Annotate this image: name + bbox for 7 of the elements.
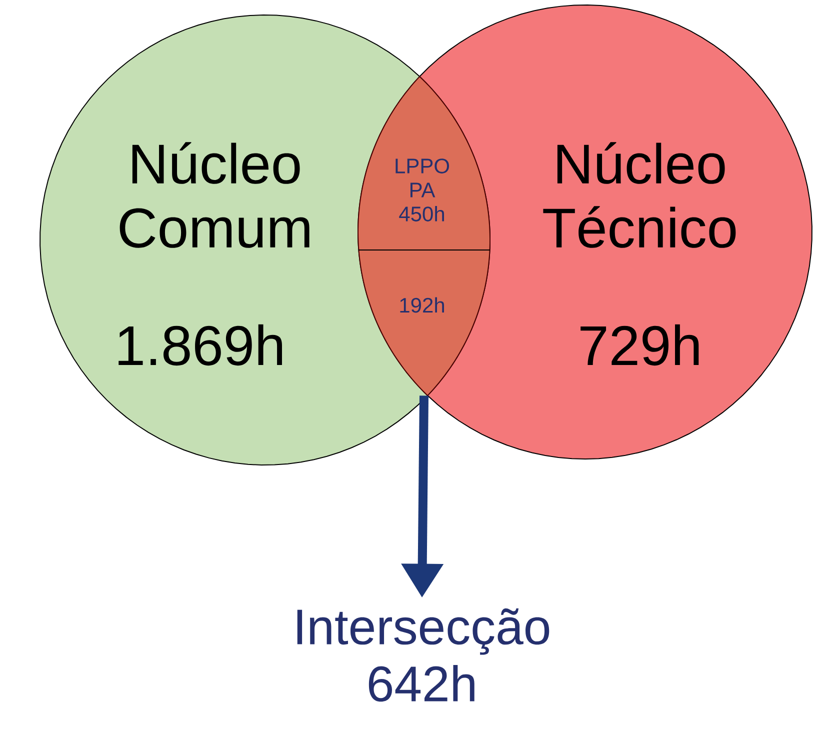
intersection-label: LPPO PA 450h <box>396 158 449 222</box>
hours-label: 192h <box>400 297 444 313</box>
circle-title: Núcleo Comum <box>120 142 310 248</box>
hours-label: 729h <box>580 324 699 366</box>
intersection-caption: Intersecção 642h <box>297 608 550 702</box>
circle-title: Núcleo Técnico <box>543 142 736 248</box>
hours-label: 1.869h <box>118 324 282 366</box>
